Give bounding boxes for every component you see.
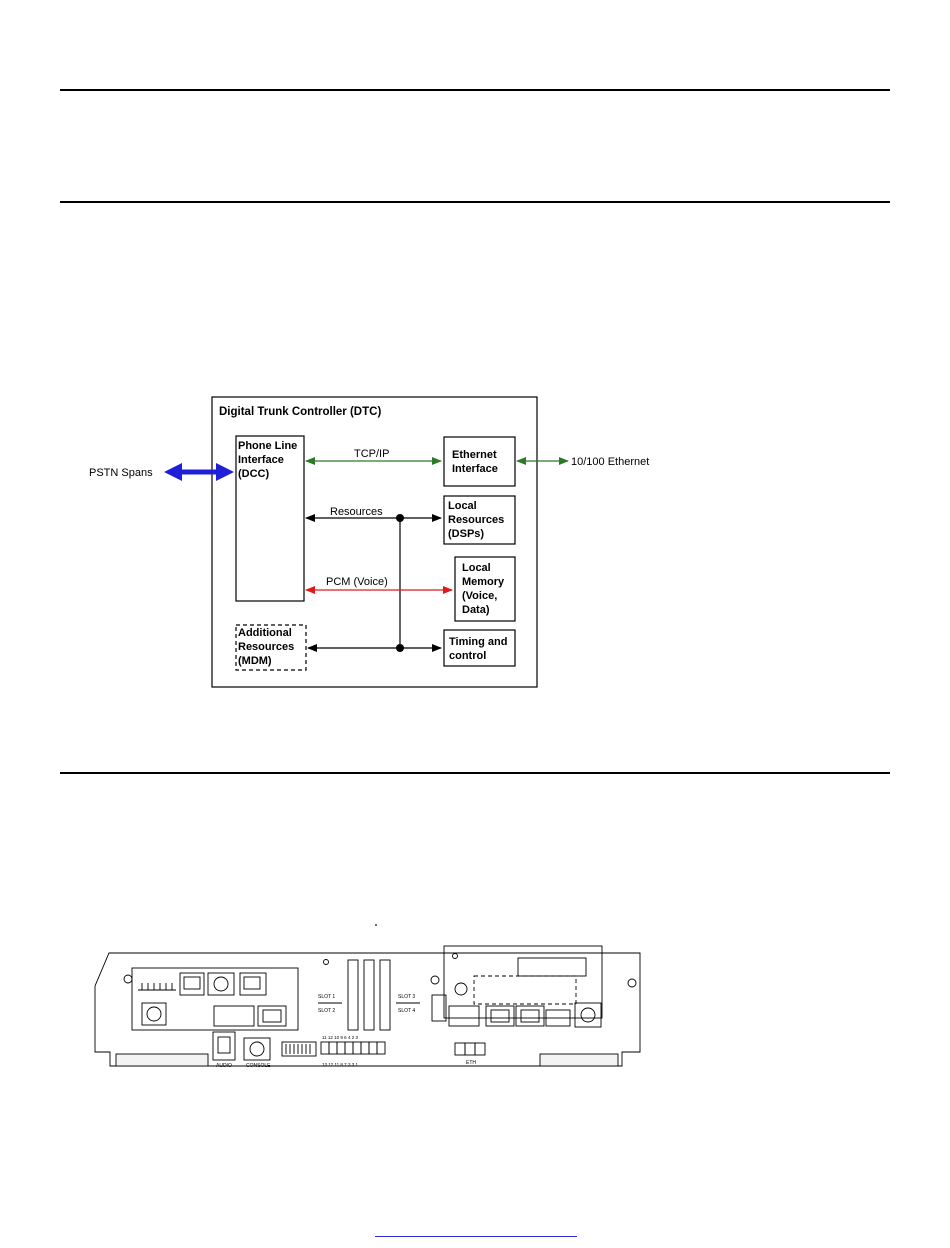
- console-port: [243, 1037, 271, 1061]
- additional-resources-label: Additional Resources (MDM): [238, 627, 297, 667]
- panel-right-rail: [539, 1053, 619, 1067]
- left-wide-port: [213, 1005, 255, 1027]
- mount-hole-top-left: [323, 959, 329, 965]
- rj45-port-6: [515, 1005, 545, 1027]
- vertical-slot-1: [347, 959, 359, 1031]
- vertical-slot-3: [379, 959, 391, 1031]
- status-led-row: [320, 1041, 386, 1055]
- local-memory-box: [454, 556, 516, 622]
- eth-led-group: [454, 1042, 486, 1056]
- local-memory-label: Local Memory (Voice, Data): [462, 562, 507, 616]
- phone-line-interface-box: [235, 435, 305, 602]
- horizontal-rule-2: [60, 201, 890, 203]
- ethernet-label: 10/100 Ethernet: [571, 456, 649, 468]
- dashed-cover: [473, 975, 577, 1005]
- stray-dot: [375, 924, 377, 926]
- audio-label: AUDIO: [216, 1063, 232, 1069]
- phone-line-interface-label: Phone Line Interface (DCC): [238, 440, 300, 480]
- left-mini-din: [141, 1002, 167, 1026]
- audio-port: [212, 1031, 236, 1061]
- top-number-row: 11 12 10 9 6 4 2 3: [322, 1035, 358, 1040]
- mount-hole-mid: [430, 975, 440, 985]
- slot1-label: SLOT 1: [318, 994, 335, 1000]
- ribbon-connector: [517, 957, 587, 977]
- dtc-outer-title: Digital Trunk Controller (DTC): [219, 406, 381, 418]
- right-module-card: [443, 945, 603, 1019]
- horizontal-rule-3: [60, 772, 890, 774]
- dtc-block-diagram: Digital Trunk Controller (DTC) Phone Lin…: [89, 396, 649, 688]
- bus-junction-top: [396, 514, 404, 522]
- timing-control-label: Timing and control: [449, 636, 511, 662]
- right-mini-din: [574, 1002, 602, 1028]
- local-resources-label: Local Resources (DSPs): [448, 500, 507, 540]
- console-label: CONSOLE: [246, 1063, 271, 1069]
- slot2-label: SLOT 2: [318, 1008, 335, 1014]
- rj45-port-3: [257, 1005, 287, 1027]
- pstn-arrow: [164, 463, 234, 481]
- right-module-screw: [454, 982, 468, 996]
- bottom-number-row: 13 12 11 8 7 3 3 1: [322, 1062, 358, 1067]
- slot4-label: SLOT 4: [398, 1008, 415, 1014]
- eth-small-port: [431, 994, 447, 1022]
- local-resources-box: [443, 495, 516, 545]
- pcm-label: PCM (Voice): [326, 576, 388, 588]
- mount-hole-left: [123, 974, 133, 984]
- additional-resources-box: [235, 624, 307, 671]
- vertical-slot-2: [363, 959, 375, 1031]
- tcpip-label: TCP/IP: [354, 448, 389, 460]
- pstn-label: PSTN Spans: [89, 467, 153, 479]
- resources-label: Resources: [330, 506, 383, 518]
- rj45-port-1: [179, 972, 205, 996]
- dtc-outer-box: [211, 396, 538, 688]
- left-led-array: [138, 983, 176, 991]
- timing-control-box: [443, 629, 516, 667]
- rj45-port-2: [239, 972, 267, 996]
- panel-outline: [94, 952, 641, 1067]
- mini-din-port-1: [207, 972, 235, 996]
- mount-hole-right: [627, 978, 637, 988]
- right-led-grid: [545, 1009, 571, 1027]
- dip-switch: [281, 1041, 317, 1057]
- ethernet-interface-label: Ethernet Interface: [452, 449, 500, 475]
- horizontal-rule-1: [60, 89, 890, 91]
- rj45-port-4: [448, 1005, 480, 1027]
- footer-link-underline[interactable]: [375, 1236, 577, 1237]
- ethernet-interface-box: [443, 436, 516, 487]
- rj45-port-5: [485, 1005, 515, 1027]
- eth-label: ETH: [466, 1060, 476, 1066]
- panel-left-rail: [115, 1053, 209, 1067]
- slot3-label: SLOT 3: [398, 994, 415, 1000]
- left-module: [131, 967, 299, 1031]
